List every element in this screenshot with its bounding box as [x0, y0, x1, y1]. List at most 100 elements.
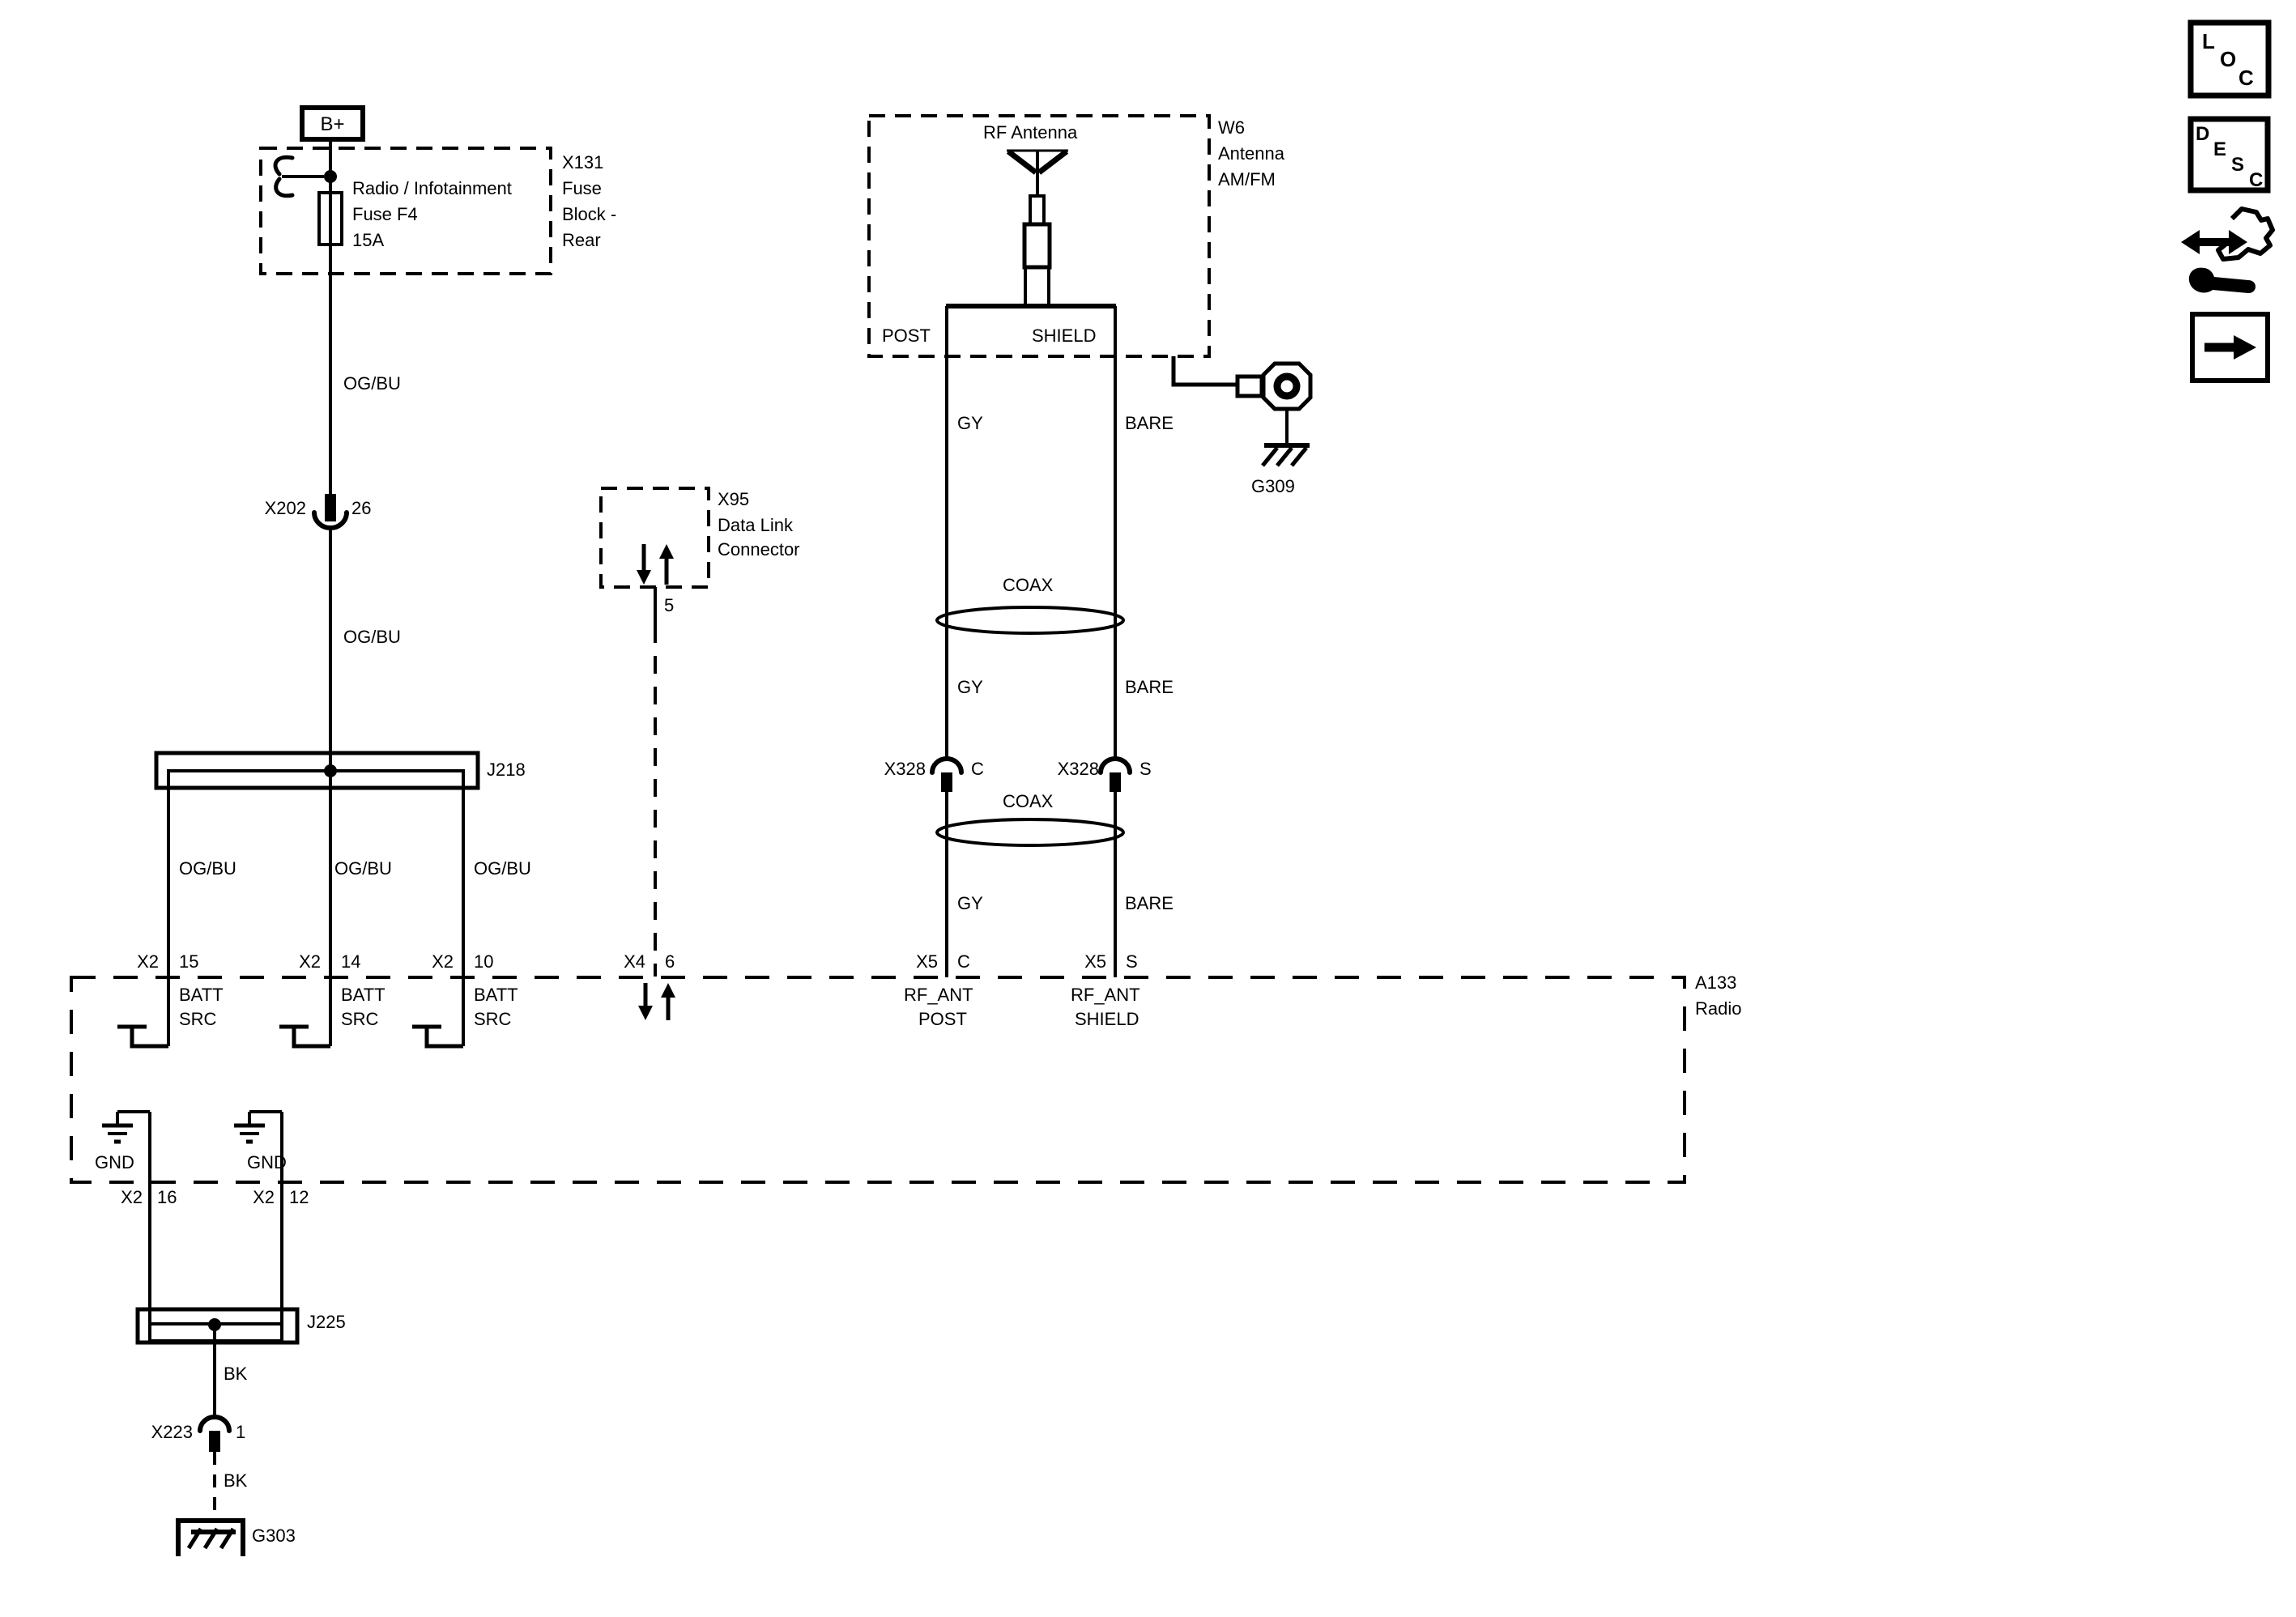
antenna-post-label: POST: [882, 326, 931, 346]
signal-gnd2: GND: [247, 1152, 287, 1172]
connector-x328-shield-symbol: [1098, 756, 1132, 977]
signal-batt2-line2: SRC: [341, 1009, 379, 1029]
splice-j218-id: J218: [487, 760, 526, 780]
icon-next-button[interactable]: [2190, 312, 2270, 383]
pin-data-num: 6: [665, 951, 675, 972]
wire-label-gy-2: GY: [957, 677, 983, 697]
connector-x328-core-pin: C: [971, 759, 984, 779]
fuse-block-name-line3: Rear: [562, 230, 601, 250]
wire-label-gy-3: GY: [957, 893, 983, 913]
connector-x328-shield-id: X328: [1057, 759, 1099, 779]
connector-x202-symbol: [312, 494, 349, 771]
desc-icon-letter-e: E: [2213, 138, 2227, 160]
radio-id: A133: [1695, 972, 1737, 993]
wire-label-bare-3: BARE: [1125, 893, 1174, 913]
arrow-right-icon: [2229, 230, 2247, 254]
pin-batt3-conn: X2: [432, 951, 454, 972]
signal-rfpost-line1: RF_ANT: [904, 985, 973, 1005]
pin-data-conn: X4: [624, 951, 645, 972]
coax-symbol-2: [935, 818, 1125, 847]
connector-x202-id: X202: [264, 498, 306, 518]
desc-icon-letter-d: D: [2196, 123, 2210, 145]
pin-batt3-num: 10: [474, 951, 494, 972]
icon-loc-button[interactable]: [2187, 19, 2272, 99]
connector-x223-pin: 1: [236, 1422, 246, 1442]
radio-data-arrows: [638, 983, 675, 1020]
signal-batt1-line2: SRC: [179, 1009, 217, 1029]
signal-batt3-line1: BATT: [474, 985, 518, 1005]
data-link-name-line2: Connector: [718, 539, 800, 560]
harness-outline-icon: [2216, 206, 2275, 262]
icon-diagnostic-button[interactable]: [2181, 206, 2275, 293]
pin-batt2-num: 14: [341, 951, 361, 972]
wrench-icon: [2188, 267, 2256, 293]
fuse-desc-line2: Fuse F4: [352, 204, 418, 224]
pin-rfpost-conn: X5: [916, 951, 938, 972]
wire-label-gy-1: GY: [957, 413, 983, 433]
wire-label-ogbu-5: OG/BU: [474, 858, 531, 879]
b-plus-label: B+: [320, 113, 345, 135]
ground-g303-id: G303: [252, 1526, 296, 1546]
wire-label-ogbu-3: OG/BU: [179, 858, 236, 879]
pin-rfshield-conn: X5: [1084, 951, 1106, 972]
data-link-name-line1: Data Link: [718, 515, 793, 535]
coax-label-1: COAX: [1003, 575, 1054, 595]
wire-label-ogbu-2: OG/BU: [343, 627, 401, 647]
data-link-pin: 5: [664, 595, 675, 615]
wire-label-ogbu-4: OG/BU: [334, 858, 392, 879]
radio-ground-circuit: [102, 1110, 283, 1324]
signal-rfshield-line1: RF_ANT: [1071, 985, 1140, 1005]
signal-batt3-line2: SRC: [474, 1009, 512, 1029]
signal-batt2-line1: BATT: [341, 985, 386, 1005]
b-plus-terminal: [300, 105, 365, 494]
connector-x328-shield-pin: S: [1139, 759, 1152, 779]
pin-batt1-conn: X2: [137, 951, 159, 972]
signal-batt1-line1: BATT: [179, 985, 224, 1005]
pin-batt2-conn: X2: [299, 951, 321, 972]
splice-j225-symbol: [135, 1307, 300, 1416]
fuse-block-name-line1: Fuse: [562, 178, 602, 198]
desc-icon-letter-c: C: [2249, 169, 2264, 191]
pin-gnd1-conn: X2: [121, 1187, 143, 1207]
fuse-desc-line1: Radio / Infotainment: [352, 178, 512, 198]
icon-desc-button[interactable]: [2187, 116, 2271, 194]
signal-gnd1: GND: [95, 1152, 134, 1172]
connector-x223-id: X223: [151, 1422, 193, 1442]
pin-rfpost-num: C: [957, 951, 970, 972]
connector-x328-core-symbol: [930, 756, 964, 977]
fuse-block-x131: [259, 147, 552, 275]
coax-label-2: COAX: [1003, 791, 1054, 811]
signal-rfshield-line2: SHIELD: [1075, 1009, 1139, 1029]
fuse-f4-symbol: [317, 191, 343, 246]
wire-label-bk-2: BK: [224, 1470, 248, 1491]
pin-gnd2-conn: X2: [253, 1187, 275, 1207]
radio-a133-box: [70, 976, 1686, 1184]
coax-symbol-1: [935, 606, 1125, 635]
radio-name: Radio: [1695, 998, 1742, 1019]
antenna-name-line1: Antenna: [1218, 143, 1284, 164]
wire-label-ogbu-1: OG/BU: [343, 373, 401, 394]
wire-label-bk-1: BK: [224, 1364, 248, 1384]
splice-j225-id: J225: [307, 1312, 346, 1332]
antenna-shield-label: SHIELD: [1032, 326, 1097, 346]
pin-gnd2-num: 12: [289, 1187, 309, 1207]
wire-label-bare-1: BARE: [1125, 413, 1174, 433]
pin-rfshield-num: S: [1126, 951, 1138, 972]
data-link-id: X95: [718, 489, 750, 509]
fuse-desc-line3: 15A: [352, 230, 385, 250]
loc-icon-letter-o: O: [2220, 47, 2237, 71]
ground-g309-id: G309: [1251, 476, 1295, 496]
ground-g309-symbol: [1171, 356, 1313, 467]
loc-icon-letter-l: L: [2202, 29, 2215, 53]
signal-rfpost-line2: POST: [918, 1009, 967, 1029]
antenna-w6-symbol: [867, 114, 1211, 758]
antenna-id: W6: [1218, 117, 1245, 138]
pin-gnd1-num: 16: [157, 1187, 177, 1207]
radio-batt-terminal-hooks: [117, 1024, 463, 1049]
fuse-block-name-line2: Block -: [562, 204, 617, 224]
connector-x328-core-id: X328: [884, 759, 926, 779]
connector-x223-symbol: [198, 1415, 232, 1521]
antenna-name-line2: AM/FM: [1218, 169, 1276, 189]
connector-x202-pin: 26: [351, 498, 372, 518]
data-link-x95-symbol: [599, 487, 710, 977]
